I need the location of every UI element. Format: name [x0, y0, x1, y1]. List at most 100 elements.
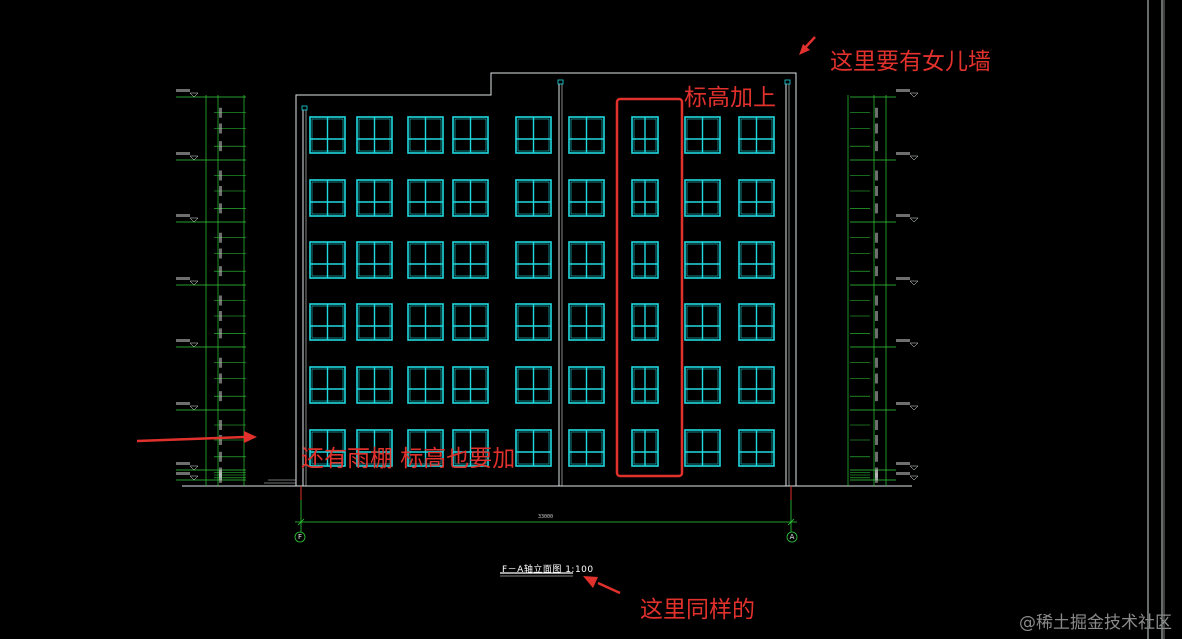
pipe-cap: [784, 79, 791, 85]
left-elevation-dimensions: [176, 89, 246, 486]
window: [452, 303, 489, 341]
elevation-mark: [909, 155, 919, 161]
dimension-text-mark: [875, 472, 878, 483]
elevation-text-mark: [896, 402, 910, 405]
axis-bubble-a: [786, 531, 798, 543]
window: [631, 179, 659, 217]
drawing-title: F－A轴立面图 1:100: [502, 565, 594, 575]
elevation-mark: [189, 475, 199, 481]
window: [356, 429, 393, 467]
dimension-text-mark: [875, 266, 878, 277]
window: [452, 241, 489, 279]
elevation-text-mark: [896, 214, 910, 217]
window: [631, 241, 659, 279]
window: [738, 366, 775, 404]
dimension-text-mark: [219, 141, 222, 152]
markup-box: [615, 97, 684, 478]
elevation-mark: [189, 280, 199, 286]
dimension-text-mark: [875, 170, 878, 181]
window: [452, 179, 489, 217]
window: [738, 303, 775, 341]
elevation-text-mark: [176, 89, 190, 92]
dimension-text-mark: [875, 420, 878, 430]
dimension-text-mark: [875, 373, 878, 384]
dimension-text-mark: [219, 472, 222, 483]
window: [407, 116, 444, 154]
window: [452, 366, 489, 404]
dimension-text-mark: [219, 186, 222, 196]
dimension-text-mark: [875, 107, 878, 118]
elevation-mark: [909, 475, 919, 481]
window: [568, 429, 605, 467]
window: [684, 179, 721, 217]
axis-label-f: F: [297, 533, 303, 541]
window: [515, 366, 552, 404]
window: [515, 241, 552, 279]
dimension-text-mark: [219, 391, 222, 402]
dimension-text-mark: [875, 295, 878, 306]
window: [309, 116, 346, 154]
dimension-text-mark: [875, 311, 878, 321]
overall-dimension-line: [295, 500, 797, 532]
elevation-mark: [909, 405, 919, 411]
dimension-text-mark: [219, 311, 222, 321]
window: [452, 429, 489, 467]
right-elevation-dimensions: [847, 89, 919, 486]
elevation-text-mark: [896, 152, 910, 155]
window: [738, 116, 775, 154]
window: [452, 116, 489, 154]
window: [407, 366, 444, 404]
dimension-text-mark: [219, 170, 222, 181]
window: [309, 429, 346, 467]
window: [309, 241, 346, 279]
window: [356, 366, 393, 404]
dimension-text-mark: [875, 248, 878, 259]
elevation-mark: [189, 465, 199, 471]
arrow-parapet: [799, 36, 816, 55]
elevation-mark: [189, 405, 199, 411]
window: [309, 366, 346, 404]
dimension-text-mark: [219, 248, 222, 259]
window: [631, 429, 659, 467]
dimension-text-mark: [875, 186, 878, 196]
pipe-cap: [301, 105, 308, 111]
dimension-text-mark: [875, 203, 878, 214]
elevation-mark: [909, 217, 919, 223]
dimension-text-mark: [875, 435, 878, 445]
elevation-text-mark: [176, 277, 190, 280]
dimension-text-mark: [875, 232, 878, 243]
elevation-text-mark: [896, 89, 910, 92]
dimension-text-mark: [875, 451, 878, 462]
elevation-text-mark: [896, 472, 910, 475]
window: [515, 429, 552, 467]
window: [568, 241, 605, 279]
window: [356, 116, 393, 154]
dimension-text-mark: [219, 328, 222, 339]
dimension-text-mark: [219, 435, 222, 445]
elevation-mark: [909, 465, 919, 471]
window: [407, 429, 444, 467]
dimension-text-mark: [219, 107, 222, 118]
window: [356, 241, 393, 279]
dimension-text-mark: [219, 232, 222, 243]
window: [568, 303, 605, 341]
window: [356, 303, 393, 341]
window: [684, 429, 721, 467]
dimension-text-mark: [219, 123, 222, 134]
elevation-text-mark: [896, 339, 910, 342]
elevation-mark: [189, 155, 199, 161]
elevation-mark: [909, 280, 919, 286]
window: [407, 303, 444, 341]
overall-dimension-text: 33000: [538, 514, 554, 520]
window: [407, 241, 444, 279]
pipe-cap: [557, 79, 564, 85]
dimension-text-mark: [875, 141, 878, 152]
dimension-text-mark: [219, 420, 222, 430]
elevation-text-mark: [176, 214, 190, 217]
note-canopy: 还有雨棚 标高也要加: [301, 446, 516, 472]
window: [684, 303, 721, 341]
note-parapet: 这里要有女儿墙: [830, 49, 991, 75]
window: [684, 116, 721, 154]
window: [684, 366, 721, 404]
axis-label-a: A: [789, 533, 795, 541]
